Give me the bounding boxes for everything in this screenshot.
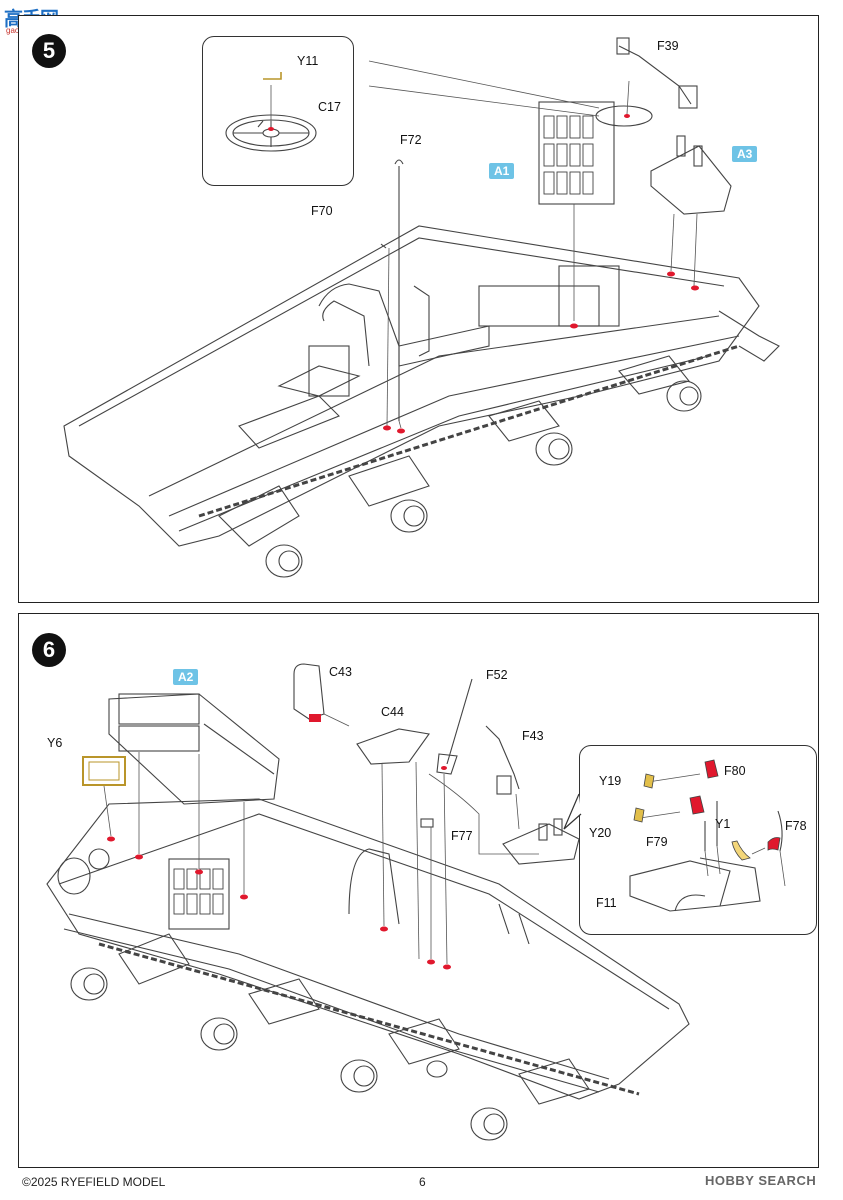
label-y11: Y11 (297, 54, 319, 68)
label-f78: F78 (785, 819, 807, 833)
detail-callout-steering-wheel (202, 36, 354, 186)
label-y6: Y6 (47, 736, 63, 750)
footer-copyright: ©2025 RYEFIELD MODEL (22, 1175, 166, 1189)
tag-a1: A1 (489, 163, 515, 179)
step-5-panel: 5 (18, 15, 819, 603)
step-5-number: 5 (32, 34, 66, 68)
label-c17: C17 (318, 100, 341, 114)
label-c43: C43 (329, 665, 352, 679)
label-f79: F79 (646, 835, 668, 849)
label-f39: F39 (657, 39, 679, 53)
label-y20: Y20 (589, 826, 612, 840)
tag-a3: A3 (732, 146, 758, 162)
detail-callout-seat (579, 745, 817, 935)
hull-outline-5 (63, 225, 760, 547)
label-f52: F52 (486, 668, 508, 682)
label-c44: C44 (381, 705, 404, 719)
step-6-drawing (46, 663, 690, 1141)
tag-a2: A2 (173, 669, 199, 685)
label-f72: F72 (400, 133, 422, 147)
hull-outline-6 (46, 798, 690, 1100)
glue-points-6 (107, 714, 451, 970)
step-6-number: 6 (32, 633, 66, 667)
label-f80: F80 (724, 764, 746, 778)
label-f77: F77 (451, 829, 473, 843)
label-f11: F11 (596, 896, 617, 910)
watermark-hobby-search: HOBBY SEARCH (705, 1173, 817, 1188)
label-f70: F70 (311, 204, 333, 218)
footer-page-number: 6 (419, 1175, 426, 1189)
label-y19: Y19 (599, 774, 622, 788)
step-5-drawing (63, 37, 780, 578)
label-f43: F43 (522, 729, 544, 743)
callout-pointer (563, 793, 582, 830)
label-y1: Y1 (715, 817, 731, 831)
step-6-panel: 6 (18, 613, 819, 1168)
